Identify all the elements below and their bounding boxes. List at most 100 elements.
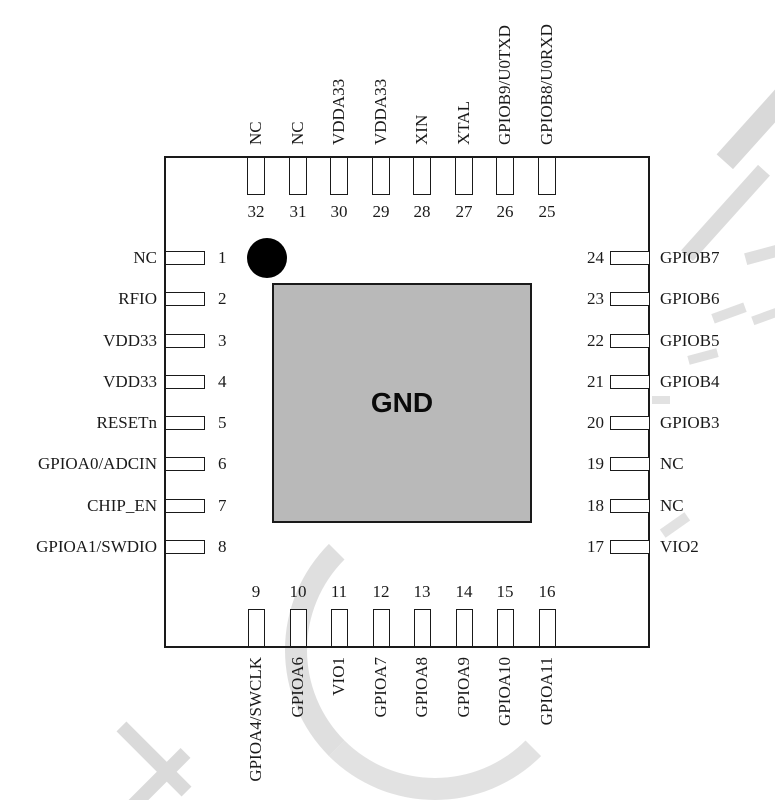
pin-number-bottom: 9 — [251, 582, 261, 601]
pin-box-bottom — [248, 609, 265, 647]
pin-number-top: 28 — [413, 202, 431, 221]
pin-number-right: 17 — [587, 537, 604, 556]
pin-label-top: XTAL — [454, 101, 473, 145]
pin-box-right — [610, 334, 650, 348]
pin-number-top: 26 — [496, 202, 514, 221]
gnd-pad: GND — [272, 283, 532, 523]
pin-number-right: 21 — [587, 372, 604, 391]
pin-number-bottom: 16 — [538, 582, 556, 601]
pin-box-right — [610, 416, 650, 430]
pin-box-left — [165, 499, 205, 513]
pin-number-bottom: 13 — [413, 582, 431, 601]
pin-label-left: RFIO — [118, 289, 157, 308]
pin-number-right: 18 — [587, 496, 604, 515]
pin-box-left — [165, 540, 205, 554]
pin-box-right — [610, 375, 650, 389]
pin-box-right — [610, 251, 650, 265]
pin-number-left: 6 — [218, 454, 227, 473]
pin-label-right: NC — [660, 496, 684, 515]
pin-label-left: RESETn — [96, 413, 157, 432]
pin-number-bottom: 14 — [455, 582, 473, 601]
pin-label-top: VDDA33 — [371, 78, 390, 145]
pin-box-left — [165, 375, 205, 389]
pin-label-bottom: GPIOA9 — [454, 657, 473, 718]
pin-label-left: CHIP_EN — [87, 496, 157, 515]
pin-label-left: VDD33 — [103, 331, 157, 350]
pin-box-bottom — [331, 609, 348, 647]
pin-label-right: VIO2 — [660, 537, 699, 556]
pin-number-left: 7 — [218, 496, 227, 515]
pin-label-left: VDD33 — [103, 372, 157, 391]
pin-number-bottom: 11 — [330, 582, 348, 601]
pin-label-right: GPIOB4 — [660, 372, 720, 391]
pin-label-right: GPIOB7 — [660, 248, 720, 267]
pin-number-left: 8 — [218, 537, 227, 556]
pin-box-bottom — [456, 609, 473, 647]
pin-box-top — [538, 157, 556, 195]
pin-number-bottom: 15 — [496, 582, 514, 601]
pin-number-left: 1 — [218, 248, 227, 267]
pin-box-bottom — [539, 609, 556, 647]
pin-box-left — [165, 251, 205, 265]
pin-number-right: 22 — [587, 331, 604, 350]
pin-label-bottom: GPIOA7 — [371, 657, 390, 718]
pin-label-top: NC — [288, 121, 307, 145]
pin-number-right: 20 — [587, 413, 604, 432]
pin1-marker-dot — [247, 238, 287, 278]
pin-label-left: GPIOA0/ADCIN — [38, 454, 157, 473]
pin-box-right — [610, 499, 650, 513]
pin-label-top: GPIOB9/U0TXD — [495, 25, 514, 145]
pin-box-left — [165, 334, 205, 348]
pin-number-top: 25 — [538, 202, 556, 221]
pin-box-top — [413, 157, 431, 195]
pin-label-bottom: GPIOA8 — [412, 657, 431, 718]
pin-box-top — [289, 157, 307, 195]
pin-number-left: 3 — [218, 331, 227, 350]
pin-label-left: GPIOA1/SWDIO — [36, 537, 157, 556]
pin-label-bottom: GPIOA11 — [537, 657, 556, 726]
pin-box-bottom — [414, 609, 431, 647]
pin-number-top: 27 — [455, 202, 473, 221]
pin-label-top: VDDA33 — [329, 78, 348, 145]
pin-label-bottom: GPIOA6 — [288, 657, 307, 718]
pin-label-right: GPIOB5 — [660, 331, 720, 350]
pin-box-bottom — [497, 609, 514, 647]
pin-number-left: 4 — [218, 372, 227, 391]
pin-label-top: GPIOB8/U0RXD — [537, 24, 556, 145]
pin-label-right: NC — [660, 454, 684, 473]
pin-number-left: 2 — [218, 289, 227, 308]
pin-box-left — [165, 457, 205, 471]
pin-box-top — [330, 157, 348, 195]
pin-box-top — [496, 157, 514, 195]
pin-box-top — [455, 157, 473, 195]
watermark-stroke — [751, 307, 775, 326]
pin-number-left: 5 — [218, 413, 227, 432]
pin-label-bottom: VIO1 — [329, 657, 348, 696]
gnd-pad-label: GND — [370, 387, 434, 418]
pin-number-bottom: 12 — [372, 582, 390, 601]
pin-box-left — [165, 292, 205, 306]
pin-number-bottom: 10 — [289, 582, 307, 601]
pin-box-right — [610, 457, 650, 471]
pin-number-right: 19 — [587, 454, 604, 473]
watermark-stroke — [716, 42, 775, 170]
pin-number-right: 23 — [587, 289, 604, 308]
pin-box-right — [610, 292, 650, 306]
pin-box-right — [610, 540, 650, 554]
pin-label-bottom: GPIOA4/SWCLK — [246, 657, 265, 782]
pin-box-bottom — [373, 609, 390, 647]
pin-label-right: GPIOB6 — [660, 289, 720, 308]
pin-box-bottom — [290, 609, 307, 647]
pin-number-right: 24 — [587, 248, 604, 267]
pin-box-top — [247, 157, 265, 195]
pin-label-bottom: GPIOA10 — [495, 657, 514, 726]
package-outline — [164, 156, 650, 648]
watermark-stroke — [652, 396, 670, 404]
pin-number-top: 32 — [247, 202, 265, 221]
pin-label-top: NC — [246, 121, 265, 145]
pin-number-top: 30 — [330, 202, 348, 221]
pin-number-top: 31 — [289, 202, 307, 221]
pin-number-top: 29 — [372, 202, 390, 221]
